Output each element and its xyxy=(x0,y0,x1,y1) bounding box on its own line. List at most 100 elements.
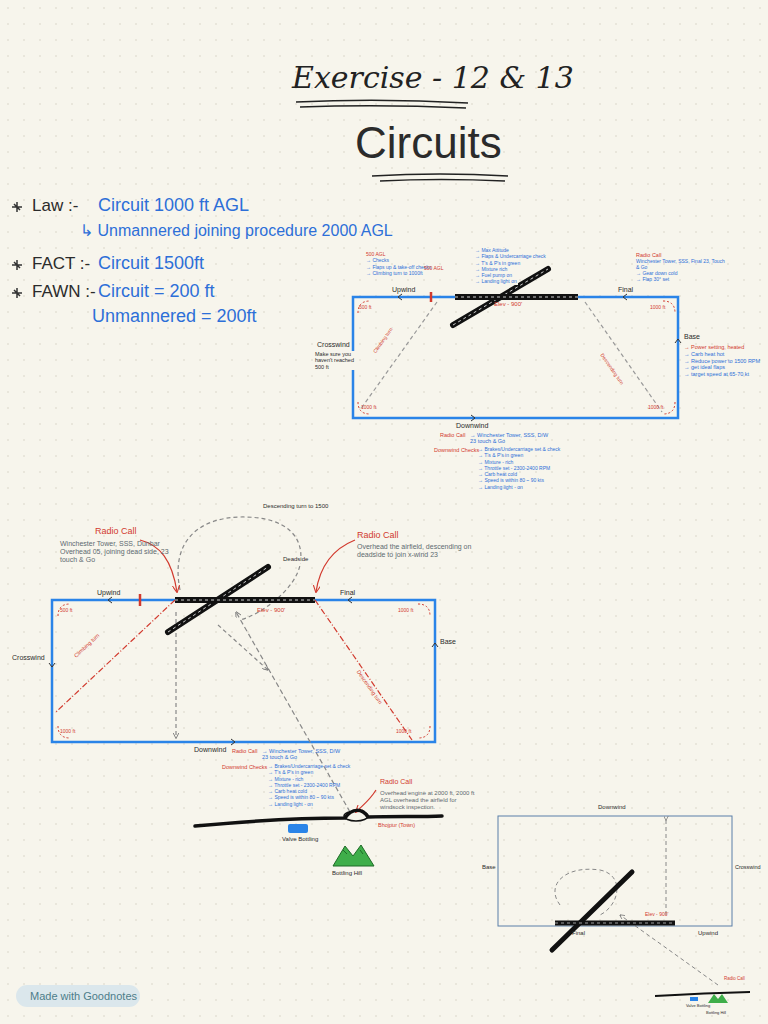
note-text: Elev - 900' xyxy=(494,301,522,308)
note-text: Climbing turn xyxy=(372,326,395,355)
note-text: ↳ Unmannered joining procedure 2000 AGL xyxy=(80,222,393,240)
note-text: FACT :- xyxy=(32,254,90,274)
note-text: 1000 ft xyxy=(648,405,663,411)
underline xyxy=(296,100,508,181)
note-text: → Mixture - rich xyxy=(478,460,513,466)
page-title: Exercise - 12 & 13 xyxy=(292,60,574,95)
note-text: Unmannered = 200ft xyxy=(92,306,257,327)
note-text: Base xyxy=(482,864,496,871)
note-text: Final xyxy=(618,286,633,294)
note-text: Make sure you haven't reached 500 ft xyxy=(314,351,358,370)
note-text: → Flap 30° set xyxy=(636,277,669,283)
note-text: Crosswind xyxy=(316,341,351,349)
note-text: FAWN :- xyxy=(32,282,96,302)
note-text: Radio Call xyxy=(440,432,465,438)
note-text: → target speed at 65-70 kt xyxy=(684,371,762,377)
note-text: Radio Call xyxy=(636,252,661,258)
circuit-1 xyxy=(350,269,681,421)
note-text: → Brakes/Undercarriage set & check xyxy=(478,447,560,453)
note-text: Radio Call xyxy=(357,530,399,540)
note-text: Radio Call xyxy=(380,778,412,786)
note-text: Upwind xyxy=(392,286,415,294)
note-text: 1000 ft xyxy=(396,729,411,735)
note-text: 500 ft xyxy=(60,608,73,614)
note-text: Crosswind xyxy=(735,864,761,870)
note-text: → Landing light - on xyxy=(478,485,523,491)
note-text: → Mixture rich xyxy=(474,267,508,273)
note-text: Crosswind xyxy=(12,654,45,662)
note-text: Valve Bottling xyxy=(686,1004,710,1009)
note-text: Made with Goodnotes xyxy=(30,990,137,1003)
note-text: Bottling Hill xyxy=(706,1011,726,1016)
note-text: 1000 ft xyxy=(60,729,75,735)
note-text: → Flaps up & take-off checks xyxy=(366,265,431,271)
note-text: → Speed is within 80 ~ 90 kts xyxy=(268,795,334,801)
note-text: Circuit 1000 ft AGL xyxy=(98,195,249,216)
note-text: → T's & P's in green xyxy=(474,261,521,267)
note-text: Downwind xyxy=(598,804,626,811)
note-text: → Max Attitude xyxy=(474,248,510,254)
note-text: → Carb heat cold xyxy=(478,472,517,478)
note-text: Bottling Hill xyxy=(332,870,362,877)
note-text: Elev - 900' xyxy=(257,607,285,614)
note-text: Winchester Tower, SSS, Dunbar Overhead 0… xyxy=(60,540,178,564)
note-text: Radio Call xyxy=(95,526,137,536)
note-text: → Throttle set - 2300-2400 RPM xyxy=(268,783,340,789)
note-text: Radio Call xyxy=(232,748,257,754)
note-text: → Reduce power to 1500 RPM xyxy=(684,358,762,364)
note-text: Circuits xyxy=(355,118,502,169)
note-text: Deadside xyxy=(282,556,309,563)
note-text: Bhojpur (Town) xyxy=(378,822,415,828)
note-text: → Speed is within 80 ~ 90 kts xyxy=(478,478,544,484)
note-text: → Checks xyxy=(366,258,389,264)
note-text: → T's & P's in green xyxy=(268,770,313,776)
note-text: Law :- xyxy=(32,196,78,216)
circuit-2 xyxy=(49,517,442,866)
note-text: 500 ft xyxy=(359,305,372,311)
note-text: Descending turn to 1500 xyxy=(262,503,329,510)
note-text: Overhead the airfield, descending on dea… xyxy=(357,543,472,559)
note-text: Descending turn xyxy=(355,668,384,706)
note-text: → Mixture - rich xyxy=(268,777,303,783)
note-text: Final xyxy=(572,930,585,937)
note-text: Elev - 900' xyxy=(645,912,668,918)
note-text: Climbing turn xyxy=(72,632,101,660)
note-text: Circuit 1500ft xyxy=(98,253,204,274)
note-text: 1000 ft xyxy=(398,608,413,614)
note-text: Upwind xyxy=(97,589,120,597)
bullet-mark xyxy=(12,202,22,298)
note-text: Valve Bottling xyxy=(282,836,318,843)
note-text: → Winchester Tower, SSS, D/W 23 touch & … xyxy=(262,748,342,761)
note-text: → Carb heat hot xyxy=(684,351,762,357)
note-text: Downwind Checks xyxy=(434,447,479,453)
note-text: Base xyxy=(684,333,700,341)
note-text: → T's & P's in green xyxy=(478,453,523,459)
note-text: → Flaps & Undercarriage check xyxy=(474,254,547,260)
note-text: Downwind xyxy=(194,746,226,754)
note-text: → Winchester Tower, SSS, D/W 23 touch & … xyxy=(470,432,550,445)
note-text: → Carb heat cold xyxy=(268,789,307,795)
note-text: → Landing light - on xyxy=(268,802,313,808)
note-text: Winchester Tower, SSS, Final 23, Touch &… xyxy=(636,259,726,271)
note-text: → Landing light on xyxy=(474,279,518,285)
watermark-badge xyxy=(16,985,140,1007)
note-text: Base xyxy=(440,638,456,646)
note-text: → get ideal flaps xyxy=(684,364,762,370)
note-text: → Fuel pump on xyxy=(474,273,513,279)
note-text: → Gear down cold xyxy=(636,271,677,277)
note-text: Final xyxy=(340,589,355,597)
note-text: → Power setting, heated xyxy=(684,344,762,350)
note-text: Downwind Checks xyxy=(222,764,267,770)
circuit-3 xyxy=(498,816,750,1003)
note-text: 500 AGL xyxy=(424,266,443,272)
note-text: → Climbing turn to 1000ft xyxy=(366,271,423,277)
note-text: Descending turn xyxy=(598,352,625,387)
note-text: Overhead engine at 2000 ft, 2000 ft AGL … xyxy=(380,790,478,811)
note-text: Downwind xyxy=(456,422,488,430)
note-text: Radio Call xyxy=(724,976,745,981)
note-text: 500 AGL xyxy=(366,252,385,258)
note-text: Upwind xyxy=(698,930,718,937)
note-text: Circuit = 200 ft xyxy=(98,281,215,302)
note-text: 1000 ft xyxy=(650,305,665,311)
